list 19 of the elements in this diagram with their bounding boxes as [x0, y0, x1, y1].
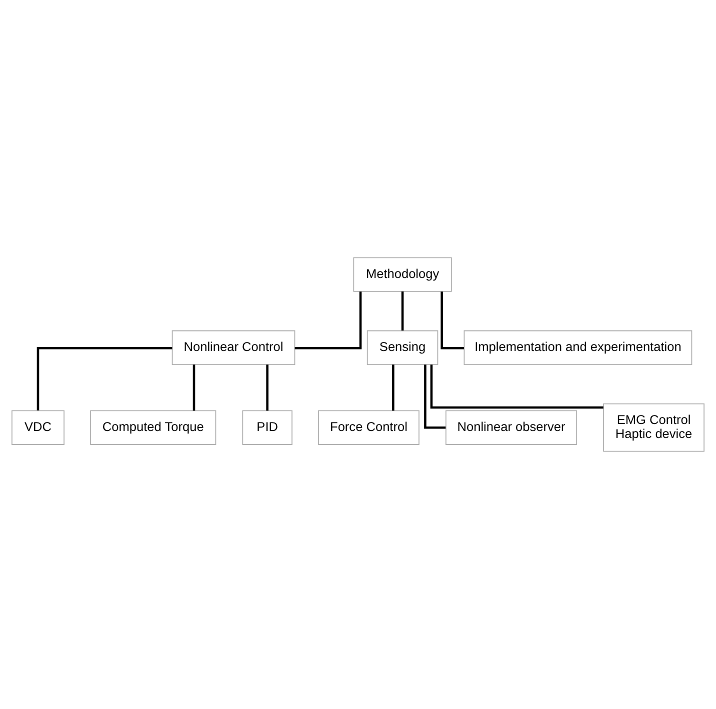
node-box: Sensing — [366, 330, 438, 365]
connector — [294, 292, 362, 350]
connector — [430, 364, 604, 409]
connector — [392, 364, 394, 411]
node-box: Nonlinear observer — [445, 410, 578, 445]
connector — [36, 346, 172, 410]
node-box: PID — [242, 410, 292, 445]
node-box: Implementation and experimentation — [464, 330, 692, 365]
node-box: Computed Torque — [90, 410, 216, 445]
node-box: Force Control — [318, 410, 420, 445]
node-box: EMG Control Haptic device — [603, 403, 704, 452]
connector — [266, 364, 268, 411]
connector — [440, 292, 464, 350]
connector — [424, 364, 446, 429]
connector — [401, 292, 404, 331]
node-box: VDC — [12, 410, 64, 445]
connector — [192, 364, 196, 411]
node-box: Methodology — [353, 257, 452, 292]
node-box: Nonlinear Control — [172, 330, 296, 365]
